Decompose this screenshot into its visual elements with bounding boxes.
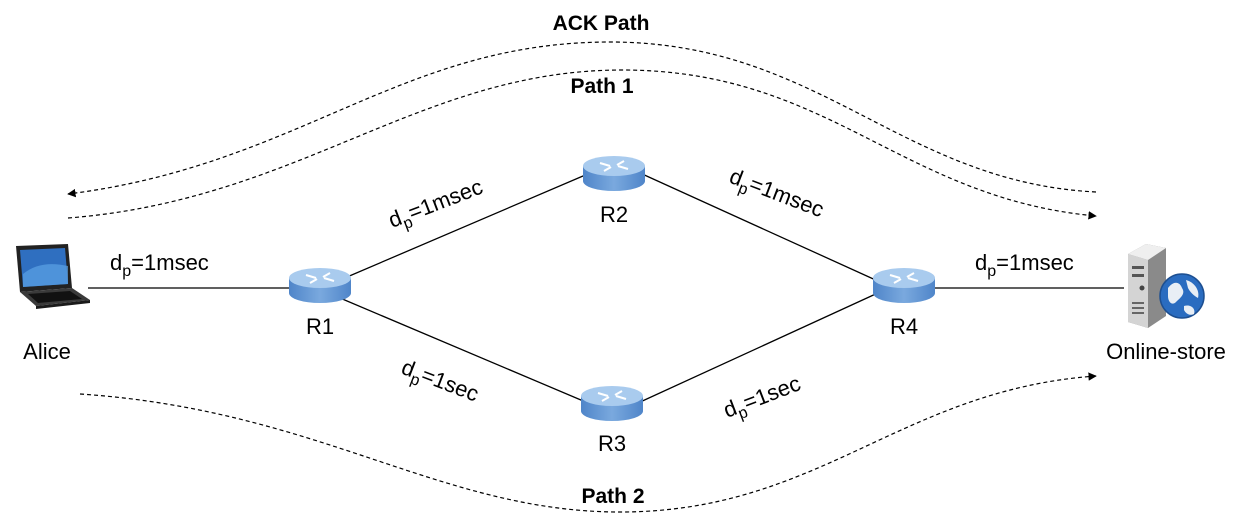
ack-path-arrow [67,41,1097,198]
link-r2-r4 [639,172,881,283]
path1-arrow [67,69,1097,220]
router-r2-label: R2 [600,202,628,227]
server-globe-icon [1128,244,1205,328]
delay-r4-store: dp=1msec [975,250,1074,280]
router-r4 [872,267,936,304]
laptop-icon [16,244,90,309]
delay-r3-r4: dp=1sec [720,370,806,427]
router-r3-label: R3 [598,431,626,456]
router-r3 [580,385,644,422]
path2-label: Path 2 [581,485,644,508]
router-r2 [582,155,646,192]
delay-r2-r4: dp=1msec [724,163,827,226]
delay-r1-r2: dp=1msec [385,174,488,237]
delay-r1-r3: dp=1sec [396,354,482,411]
ack-path-label: ACK Path [553,12,650,35]
router-icon [288,267,352,304]
router-icon [582,155,646,192]
path2-arrow [79,372,1097,513]
dashed-paths [67,41,1097,513]
links [88,172,1124,404]
path1-label: Path 1 [570,75,633,98]
router-r1 [288,267,352,304]
router-icon [580,385,644,422]
router-icon [872,267,936,304]
router-r4-label: R4 [890,314,918,339]
online-store-label: Online-store [1106,339,1226,364]
router-r1-label: R1 [306,314,334,339]
link-r3-r4 [637,291,881,404]
alice-label: Alice [23,339,71,364]
delay-alice-r1: dp=1msec [110,250,209,280]
link-r1-r3 [339,297,589,404]
link-r1-r2 [339,172,591,281]
